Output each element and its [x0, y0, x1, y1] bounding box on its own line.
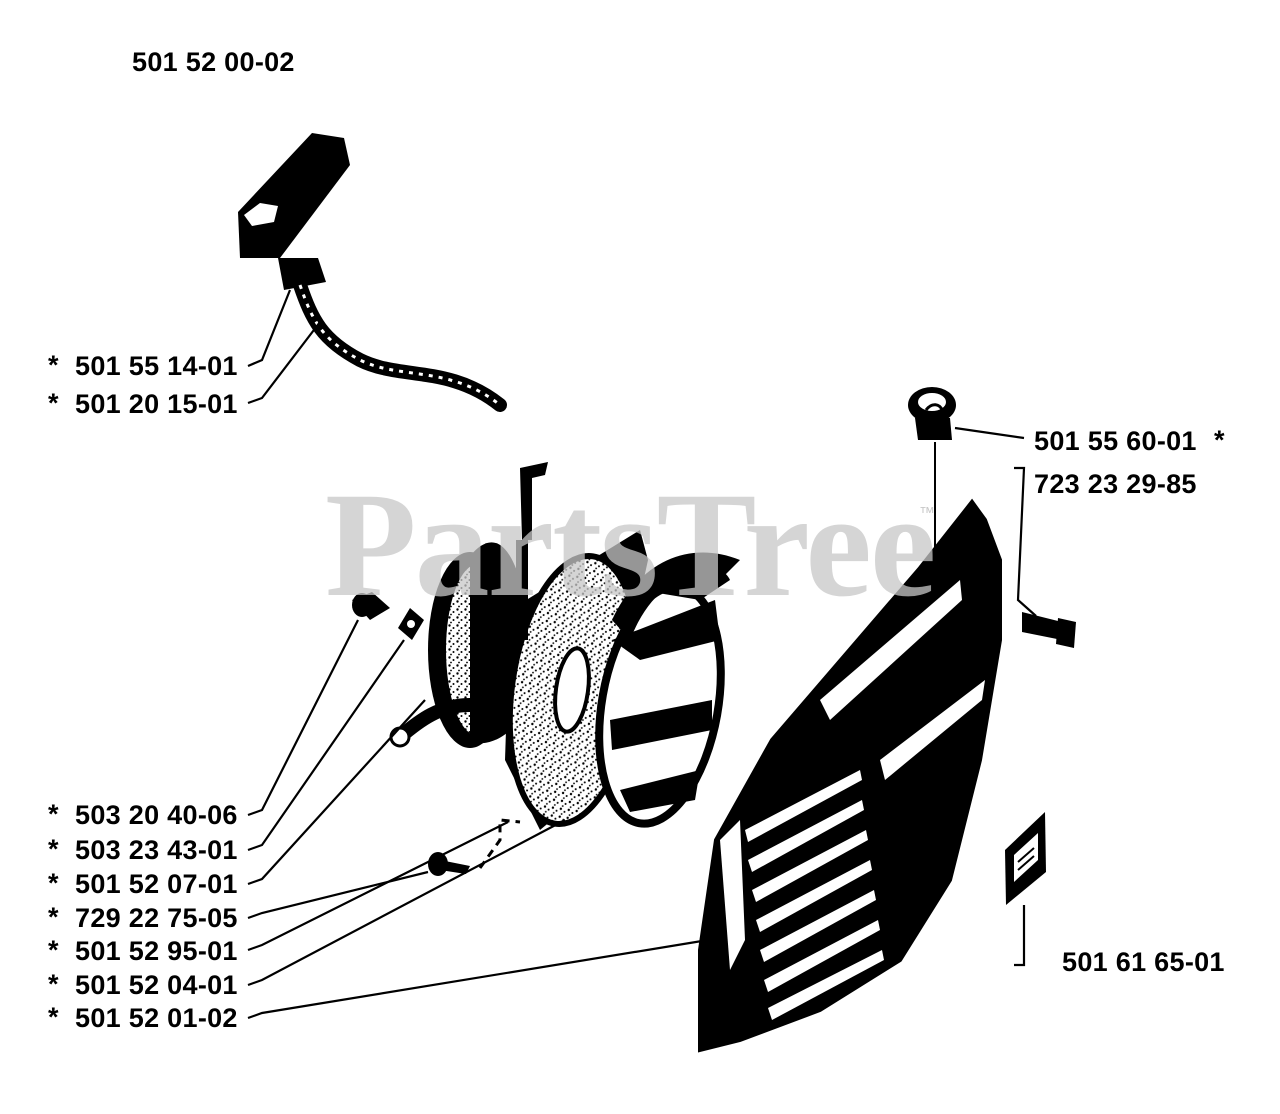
- guide-bushing: [908, 387, 956, 440]
- leader-lines: [247, 289, 1037, 1020]
- assembly-number: 501 52 00-02: [132, 47, 295, 77]
- small-screw: [428, 852, 470, 876]
- decal: [1005, 812, 1046, 905]
- part-label[interactable]: 501 61 65-01: [1062, 947, 1225, 977]
- part-label[interactable]: 501 20 15-01: [75, 389, 238, 419]
- watermark: PartsTree: [325, 462, 936, 628]
- starter-hub: [595, 566, 730, 828]
- part-marker: *: [48, 834, 59, 864]
- part-label[interactable]: 501 52 04-01: [75, 970, 238, 1000]
- hub-arc: [612, 552, 740, 640]
- starter-handle: [238, 133, 350, 290]
- pan-head-screw: [352, 592, 390, 620]
- part-marker: *: [48, 1002, 59, 1032]
- part-marker: *: [48, 868, 59, 898]
- part-marker: *: [48, 388, 59, 418]
- part-marker: *: [48, 969, 59, 999]
- part-label[interactable]: 503 23 43-01: [75, 835, 238, 865]
- part-label[interactable]: 729 22 75-05: [75, 903, 238, 933]
- starter-housing: [698, 498, 1002, 1053]
- part-label[interactable]: 501 52 07-01: [75, 869, 238, 899]
- part-label[interactable]: 723 23 29-85: [1034, 469, 1197, 499]
- part-marker: *: [48, 799, 59, 829]
- part-label[interactable]: 501 55 14-01: [75, 351, 238, 381]
- trademark-symbol: ™: [919, 505, 935, 522]
- part-marker: *: [48, 902, 59, 932]
- part-label[interactable]: 501 55 60-01: [1034, 426, 1197, 456]
- part-label[interactable]: 501 52 95-01: [75, 936, 238, 966]
- part-marker: *: [48, 935, 59, 965]
- housing-bolt: [1022, 612, 1076, 648]
- part-label[interactable]: 501 52 01-02: [75, 1003, 238, 1033]
- washer: [398, 608, 424, 640]
- rope-end: [520, 462, 548, 540]
- rope-pulley: [505, 530, 648, 830]
- part-marker: *: [48, 350, 59, 380]
- part-label[interactable]: 503 20 40-06: [75, 800, 238, 830]
- part-marker: *: [1214, 425, 1225, 455]
